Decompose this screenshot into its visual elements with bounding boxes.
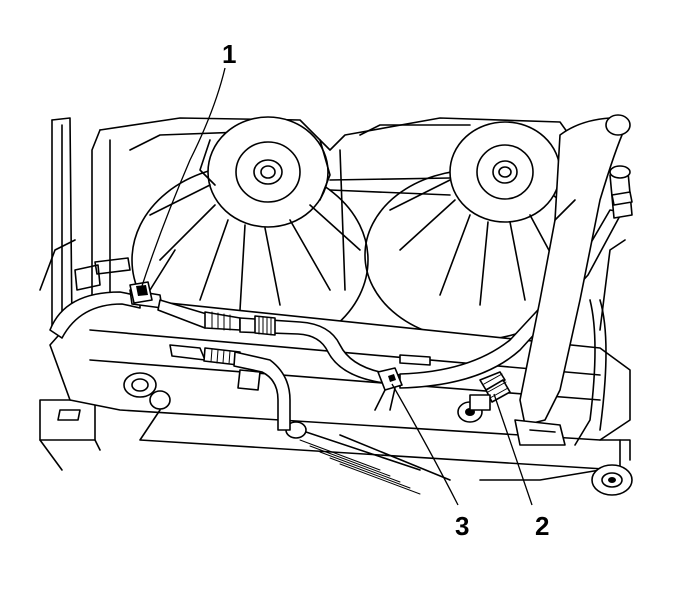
leader-line-3 — [391, 383, 459, 506]
callout-1: 1 — [222, 39, 236, 69]
leader-line-1 — [139, 67, 226, 293]
leader-line-2 — [493, 393, 533, 506]
callout-2: 2 — [535, 511, 549, 541]
fitting-2 — [469, 371, 511, 411]
radiator-hose-right — [514, 114, 631, 446]
leader-lines — [139, 67, 533, 506]
left-frame-rails — [39, 117, 101, 471]
cooler-line-lower — [49, 289, 401, 387]
pipe-fitting-1 — [74, 257, 153, 304]
hose-clip-3 — [374, 367, 403, 411]
cooler-line-branch — [169, 344, 291, 431]
right-fan — [329, 121, 586, 341]
left-fan — [131, 116, 369, 356]
callout-3: 3 — [455, 511, 469, 541]
upper-hose — [399, 165, 633, 389]
